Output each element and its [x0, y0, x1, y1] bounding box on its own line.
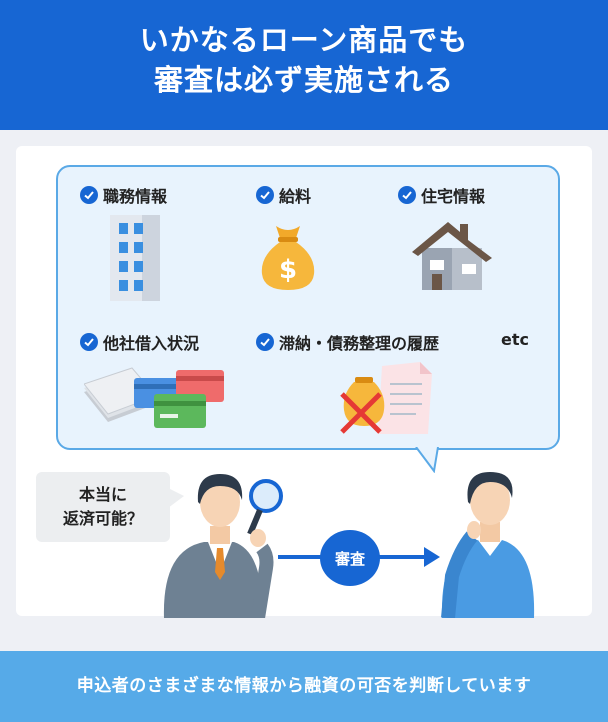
title-line-1: いかなるローン商品でも [139, 23, 469, 57]
examination-badge: 審査 [320, 530, 380, 586]
speech-line-2: 返済可能？ [62, 509, 143, 528]
header-banner: いかなるローン商品でも 審査は必ず実施される [0, 0, 608, 130]
examiner-person-icon [163, 474, 283, 618]
criterion-other-borrowings: 他社借入状況 [80, 330, 199, 354]
office-building-icon [110, 215, 160, 301]
svg-text:$: $ [279, 255, 297, 285]
footer-caption: 申込者のさまざまな情報から融資の可否を判断しています [0, 651, 608, 722]
criterion-delinquency-history: 滞納・債務整理の履歴 [256, 330, 439, 354]
criterion-salary: 給料 [256, 183, 311, 207]
bag-crossed-document-icon [340, 362, 432, 434]
speech-bubble: 本当に 返済可能？ [36, 472, 170, 542]
arrow-head-icon [424, 547, 440, 567]
criterion-label: 給料 [279, 187, 312, 206]
speech-bubble-tail [168, 488, 184, 508]
credit-cards-cash-icon [84, 367, 224, 428]
check-icon [80, 186, 98, 204]
criterion-label: 職務情報 [103, 187, 168, 206]
criterion-housing-info: 住宅情報 [398, 183, 485, 207]
money-bag-icon: $ [261, 226, 315, 290]
check-icon [256, 186, 274, 204]
criterion-job-info: 職務情報 [80, 183, 167, 207]
etc-label: etc [501, 330, 529, 349]
criterion-label: 他社借入状況 [103, 334, 200, 353]
check-icon [398, 186, 416, 204]
applicant-person-icon [441, 472, 535, 618]
criterion-label: 住宅情報 [421, 187, 486, 206]
check-icon [256, 333, 274, 351]
check-icon [80, 333, 98, 351]
criterion-label: 滞納・債務整理の履歴 [279, 334, 440, 353]
house-icon [412, 222, 492, 290]
bubble-tail [415, 447, 439, 473]
title-line-2: 審査は必ず実施される [153, 63, 454, 97]
speech-line-1: 本当に [78, 485, 127, 504]
